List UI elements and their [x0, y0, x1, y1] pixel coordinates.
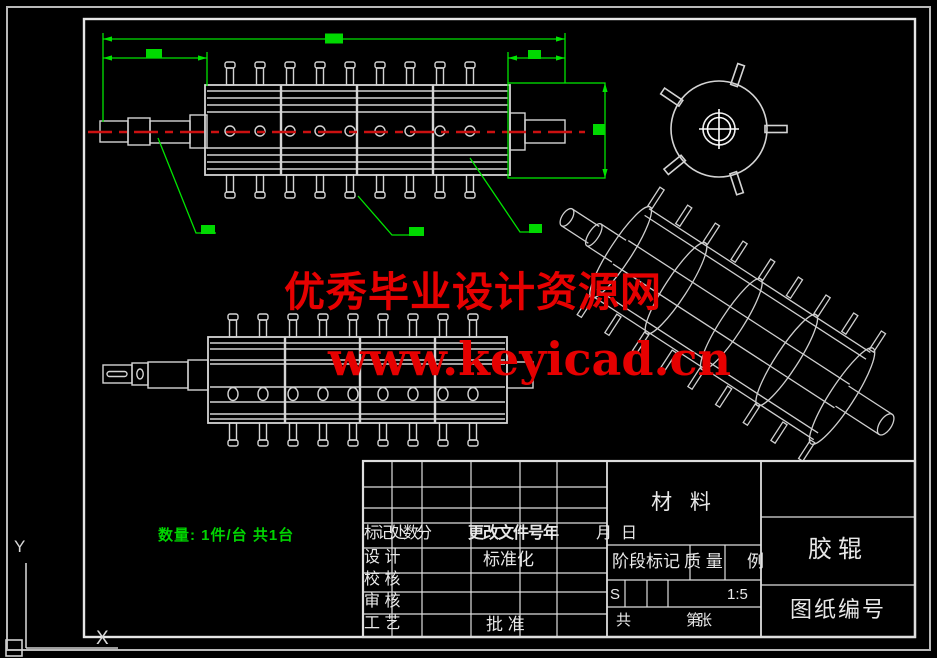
- tb-design: 设 计: [364, 549, 401, 566]
- tb-change-doc: 更改文件号年: [468, 525, 559, 542]
- side-view-spikes-top: [227, 313, 479, 338]
- tb-part-name: 胶辊: [808, 536, 868, 563]
- tb-standardize: 标准化: [483, 550, 534, 569]
- end-view: [659, 62, 788, 196]
- tb-s-label: S: [610, 586, 621, 603]
- tb-day: 日: [621, 525, 638, 542]
- watermark-line2: www.keyicad.cn: [328, 332, 731, 386]
- tb-sheet-total: 共: [616, 612, 632, 629]
- front-view: [99, 61, 566, 199]
- ucs-y-label: Y: [14, 537, 26, 556]
- tb-quality: 质 量: [684, 552, 723, 571]
- tb-stage-mark: 阶段标记: [612, 552, 680, 571]
- front-view-spikes-bottom: [224, 174, 476, 199]
- tb-sheet-no: 第张: [686, 612, 712, 629]
- tb-revision-marks: 标记处数分: [364, 525, 432, 542]
- sheet-outer-frame: [6, 6, 931, 651]
- ucs-x-label: X: [96, 628, 109, 649]
- tb-scale-value: 1:5: [727, 586, 748, 603]
- tb-process: 工 艺: [364, 615, 401, 632]
- side-view-spikes-bottom: [227, 422, 479, 447]
- iso-view-spikes: [576, 186, 887, 463]
- iso-view: [559, 186, 895, 463]
- tb-check: 校 核: [364, 571, 401, 588]
- dimensions: [102, 33, 608, 236]
- quantity-note: 数量: 1件/台 共1台: [158, 527, 295, 544]
- tb-drawing-no: 图纸编号: [789, 597, 886, 622]
- ucs-icon: [5, 563, 118, 657]
- tb-month: 月: [596, 525, 613, 542]
- tb-approve: 批 准: [486, 615, 525, 634]
- end-view-spikes: [659, 62, 788, 196]
- tb-audit: 审 核: [364, 593, 401, 610]
- tb-material-label: 材 料: [651, 491, 717, 514]
- tb-scale-label: 例: [747, 552, 764, 571]
- side-view: [102, 313, 534, 447]
- title-block-grid: [361, 459, 917, 639]
- watermark-line1: 优秀毕业设计资源网: [284, 268, 662, 316]
- front-view-spikes-top: [224, 61, 476, 86]
- side-view-holes: [227, 386, 479, 402]
